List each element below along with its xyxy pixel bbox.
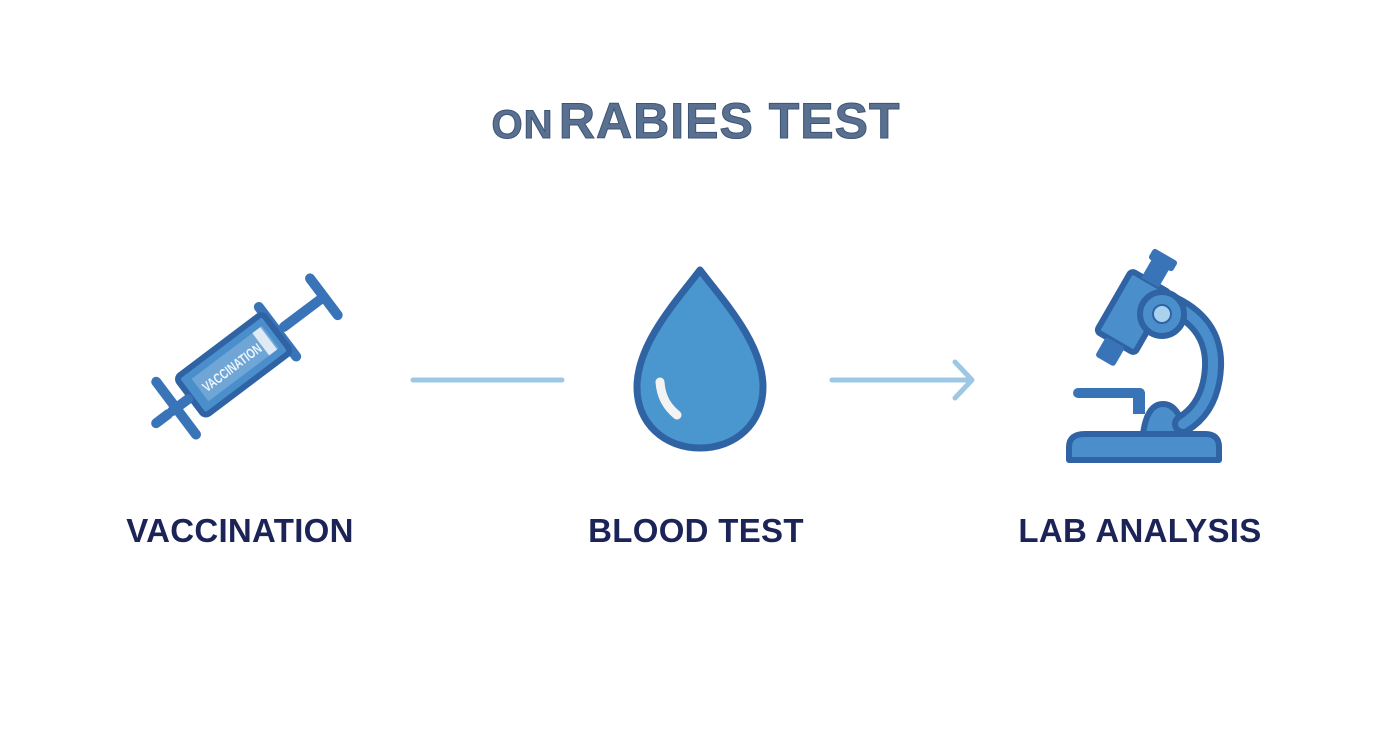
connector-arrow [829, 359, 975, 401]
title-main: RABIES TEST [558, 93, 901, 150]
connector-line [410, 377, 565, 383]
blood-drop-icon [633, 266, 767, 452]
page-title: ON RABIES TEST [0, 92, 1392, 150]
title-prefix: ON [491, 103, 554, 148]
syringe-icon: VACCINATION [151, 273, 343, 440]
step-label-lab-analysis: LAB ANALYSIS [1018, 512, 1262, 549]
step-label-vaccination: VACCINATION [126, 512, 354, 549]
step-label-blood-test: BLOOD TEST [588, 512, 804, 549]
microscope-icon [1066, 248, 1225, 463]
